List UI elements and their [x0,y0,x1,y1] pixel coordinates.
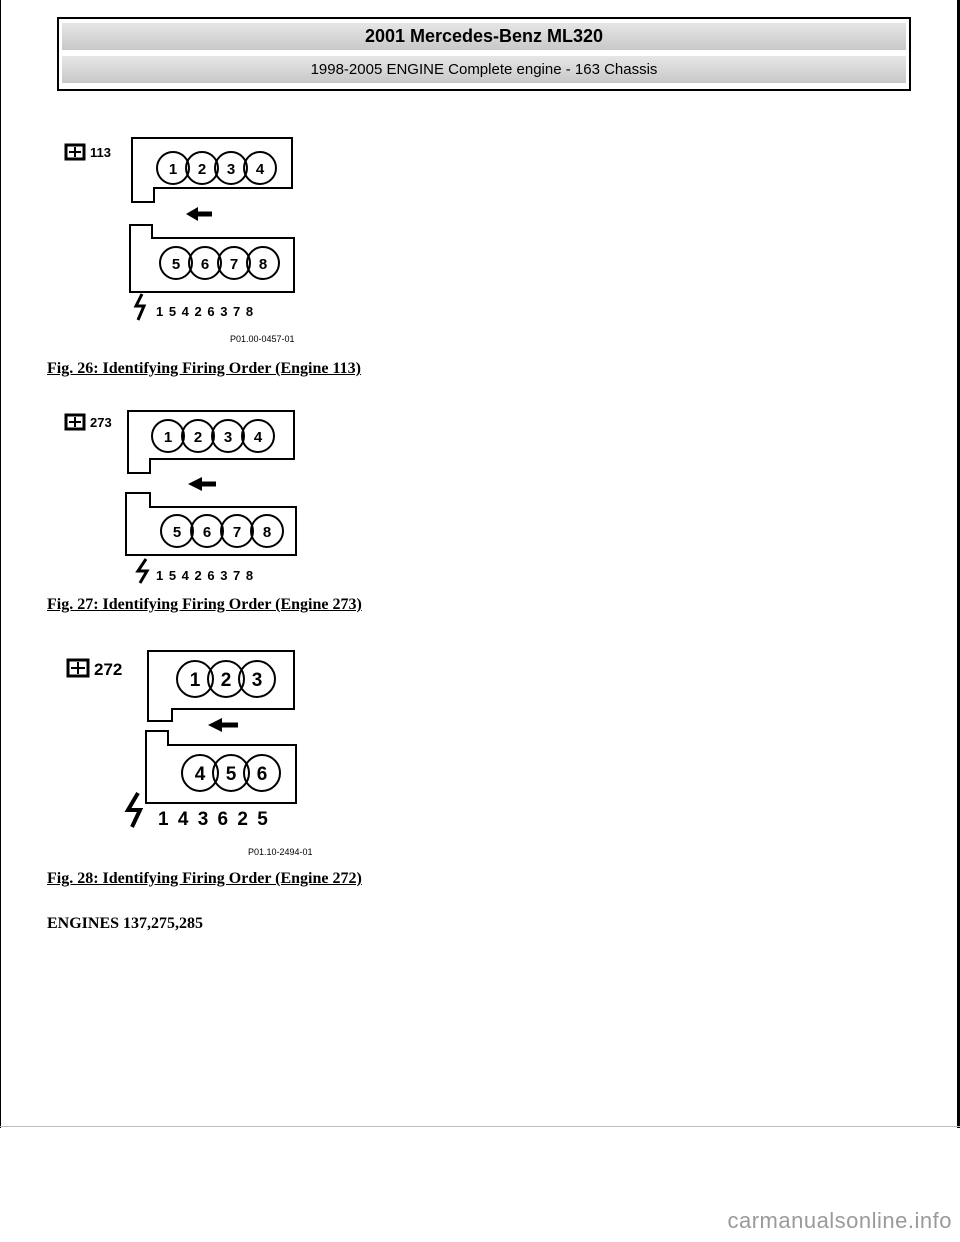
cylinder-label: 4 [256,161,265,178]
cylinder-bank-2: 5 6 7 8 [125,492,297,556]
cylinder-label: 2 [194,429,202,446]
engine-icon [64,413,86,431]
cylinder-label: 4 [195,764,206,785]
firing-order-label: 1 5 4 2 6 3 7 8 [156,304,254,319]
cylinder-label: 6 [257,764,268,785]
front-arrow-icon [188,477,216,491]
cylinder-label: 3 [227,161,235,178]
image-reference: P01.10-2494-01 [248,847,313,857]
engine-code-label: 273 [90,415,112,430]
front-arrow-icon [186,207,212,221]
cylinder-label: 8 [259,256,267,273]
figure-caption: Fig. 28: Identifying Firing Order (Engin… [47,870,362,887]
firing-order-diagram-272: 272 1 2 3 4 5 6 1 4 3 6 2 5 P01.10-2494-… [66,650,313,857]
cylinder-label: 7 [230,256,238,273]
cylinder-bank-2: 4 5 6 [145,730,297,804]
cylinder-label: 6 [201,256,209,273]
engine-code-label: 113 [90,145,111,160]
image-reference: P01.00-0457-01 [230,334,295,344]
cylinder-label: 7 [233,524,241,541]
firing-order-diagram-273: 273 1 2 3 4 5 6 7 8 1 5 4 [64,410,297,584]
cylinder-label: 3 [224,429,232,446]
cylinder-bank-1: 1 2 3 [147,650,295,722]
firing-order-diagram-113: 113 1 2 3 4 5 6 7 8 1 5 4 [64,137,295,344]
engine-icon [64,143,86,161]
page-frame-right [957,0,960,1128]
section-heading: ENGINES 137,275,285 [47,915,204,932]
figure-engine-113: 113 1 2 3 4 5 6 7 8 1 5 4 [60,130,360,345]
cylinder-bank-2: 5 6 7 8 [129,224,295,293]
cylinder-bank-1: 1 2 3 4 [131,137,293,203]
cylinder-bank-1: 1 2 3 4 [127,410,295,474]
page-frame-bottom [0,1126,960,1127]
cylinder-label: 2 [198,161,206,178]
watermark: carmanualsonline.info [727,1208,952,1233]
page-frame-left [0,0,1,1128]
cylinder-label: 6 [203,524,211,541]
ignition-bolt-icon [135,558,150,584]
cylinder-label: 5 [172,256,180,273]
cylinder-label: 5 [226,764,237,785]
cylinder-label: 4 [254,429,263,446]
document-header: 2001 Mercedes-Benz ML320 1998-2005 ENGIN… [57,17,911,91]
firing-order-label: 1 5 4 2 6 3 7 8 [156,568,254,583]
cylinder-label: 1 [190,670,201,691]
ignition-bolt-icon [124,791,144,828]
engine-icon [66,658,90,678]
cylinder-label: 8 [263,524,271,541]
figure-engine-273: 273 1 2 3 4 5 6 7 8 1 5 4 [60,403,360,588]
figure-caption: Fig. 26: Identifying Firing Order (Engin… [47,360,361,377]
document-title: 2001 Mercedes-Benz ML320 [62,23,906,50]
cylinder-label: 1 [164,429,172,446]
engine-code-label: 272 [94,660,122,679]
document-subtitle: 1998-2005 ENGINE Complete engine - 163 C… [62,56,906,83]
ignition-bolt-icon [133,293,147,321]
cylinder-label: 1 [169,161,177,178]
firing-order-label: 1 4 3 6 2 5 [158,809,270,830]
figure-caption: Fig. 27: Identifying Firing Order (Engin… [47,596,362,613]
figure-engine-272: 272 1 2 3 4 5 6 1 4 3 6 2 5 P01.10-2494-… [60,645,360,860]
front-arrow-icon [208,718,238,732]
cylinder-label: 2 [221,670,232,691]
cylinder-label: 3 [252,670,263,691]
cylinder-label: 5 [173,524,181,541]
